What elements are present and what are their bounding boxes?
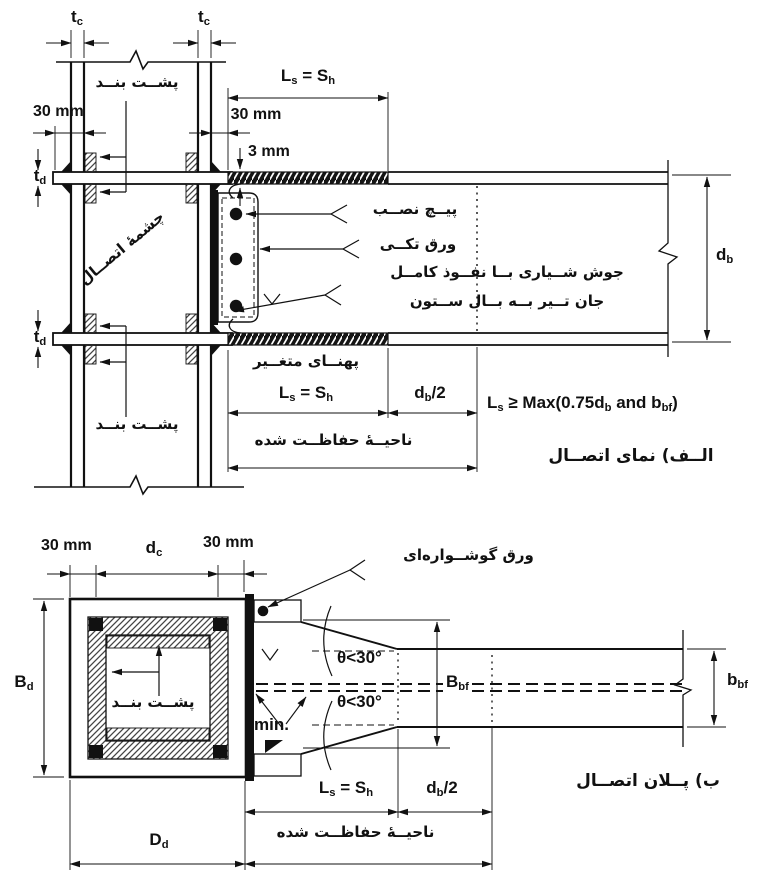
- dim-30mm-plan-left: 30 mm: [41, 537, 92, 554]
- label-weld-note-1: جوش شــیاری بــا نفــوذ کامــل: [390, 263, 624, 281]
- corner-weld: [89, 618, 103, 631]
- bolt: [257, 605, 269, 617]
- dim-td-top: td: [33, 166, 47, 188]
- weld-leader: [233, 294, 326, 313]
- label-protected-zone-elevation: ناحیــهٔ حفاظــت شده: [254, 431, 413, 449]
- dimensions-elevation: [33, 30, 731, 472]
- backing-bars-elevation: [84, 152, 198, 365]
- dim-db-half-elevation: db/2: [414, 383, 446, 405]
- bolt: [229, 207, 243, 221]
- leader-chevron: [329, 204, 348, 224]
- dim-ls-sh-plan: Ls = Sh: [318, 778, 374, 800]
- dim-3mm: 3 mm: [248, 143, 290, 160]
- label-gusset-plate: ورق گوشــواره‌ای: [403, 546, 534, 564]
- dim-tc-right: tc: [198, 7, 210, 29]
- leader-chevron: [341, 239, 360, 259]
- title-elevation: الــف) نمای اتصــال: [548, 446, 714, 466]
- label-posht-band-bottom: پشــت بنــد: [95, 415, 179, 433]
- title-plan: ب) پــلان اتصــال: [576, 771, 720, 791]
- beam-break-line: [673, 630, 693, 747]
- angle-arc: [323, 700, 333, 771]
- weld-symbol-icon: [261, 648, 279, 662]
- backing-bar-plan: [106, 635, 210, 649]
- label-varagh-taki: ورق تکــی: [379, 235, 457, 253]
- formula-ls-max: Ls ≥ Max(0.75db and bbf): [487, 393, 678, 415]
- bottom-flange-cover-plate: [227, 332, 389, 346]
- box-column-wall: [87, 616, 229, 760]
- dim-theta-bottom: θ<30°: [337, 692, 382, 711]
- dim-ls-sh-top: Ls = Sh: [280, 66, 336, 88]
- column-face-plate: [245, 594, 254, 781]
- leader-chevron: [323, 284, 342, 306]
- dim-Dd: Dd: [149, 830, 169, 852]
- backing-bar-plan: [106, 727, 210, 741]
- dim-Bbf: Bbf: [443, 672, 472, 694]
- column-bottom-break-line: [34, 474, 244, 496]
- weld-access-hole-top: [228, 183, 242, 199]
- dimensions-plan: [33, 560, 726, 870]
- beam-elevation: [227, 160, 679, 357]
- dim-30mm-right: 30 mm: [230, 106, 282, 123]
- column-top-break-line: [56, 49, 226, 71]
- taper-edge-top: [300, 621, 398, 650]
- dim-ls-sh-bottom: Ls = Sh: [278, 383, 334, 405]
- label-protected-zone-plan: ناحیــهٔ حفاظــت شده: [276, 823, 435, 841]
- leader-chevron: [348, 559, 366, 581]
- corner-weld: [213, 618, 227, 631]
- plan-column: [68, 594, 254, 781]
- angle-arc: [323, 605, 333, 677]
- dim-theta-top: θ<30°: [337, 648, 382, 667]
- weld-access-hole-bottom: [228, 318, 242, 334]
- weld-fills-elevation: [61, 161, 221, 356]
- shear-tab: [211, 183, 259, 334]
- dim-db: db: [716, 245, 734, 267]
- elevation-view: [33, 30, 731, 496]
- dim-30mm-left: 30 mm: [33, 103, 84, 120]
- weld-symbol-icon: [263, 293, 281, 305]
- plan-gusset-plates: [253, 599, 302, 777]
- label-min-weld: min.: [254, 715, 289, 734]
- dim-bbf: bbf: [727, 670, 748, 692]
- corner-weld: [89, 745, 103, 758]
- plan-beam-flange: [256, 605, 693, 771]
- beam-break-line: [657, 160, 679, 357]
- dim-dc: dc: [145, 538, 163, 560]
- label-pahna-motaghayyer: پهنــای متغــیر: [252, 352, 360, 370]
- label-posht-band-top: پشــت بنــد: [95, 73, 179, 91]
- dim-tc-left: tc: [71, 7, 83, 29]
- continuity-plates: [52, 171, 233, 346]
- cjp-weld-strip: [211, 190, 218, 325]
- dim-db-half-plan: db/2: [426, 778, 458, 800]
- dim-30mm-plan-right: 30 mm: [203, 534, 254, 551]
- dim-Bd: Bd: [14, 672, 34, 694]
- leaders-plan: [111, 559, 366, 696]
- fillet-weld-triangle: [265, 740, 283, 753]
- label-posht-band-plan: پشــت بنــد: [111, 693, 195, 711]
- leaders-elevation: [99, 101, 360, 417]
- plan-view: [33, 559, 726, 870]
- label-pich-nasb: پیــچ نصــب: [372, 200, 458, 218]
- label-weld-note-2: جان تــیر بــه بــال ســتون: [409, 292, 605, 310]
- top-flange-cover-plate: [227, 171, 389, 185]
- bolt: [229, 252, 243, 266]
- plan-weld-callout: [255, 648, 307, 753]
- gusset-leader: [267, 569, 351, 608]
- corner-weld: [213, 745, 227, 758]
- taper-edge-bottom: [300, 726, 398, 755]
- dim-td-bottom: td: [33, 327, 47, 349]
